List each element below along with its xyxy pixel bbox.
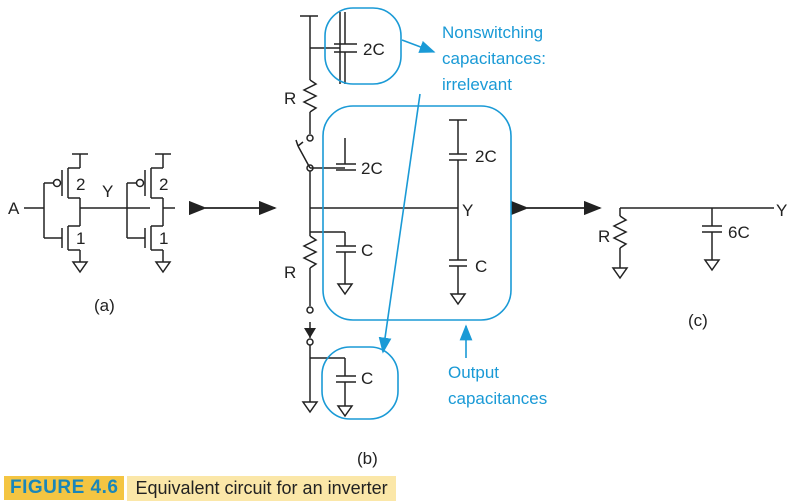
annotation-ovals	[321, 7, 512, 420]
figure-number: FIGURE 4.6	[4, 476, 125, 500]
panel-c-res-label: R	[598, 227, 610, 246]
panel-a-pmos1-size: 2	[76, 175, 85, 194]
panel-b-cap-right-top-label: 2C	[475, 147, 497, 166]
panel-c-node-label: Y	[776, 201, 787, 220]
switch-top-arrow	[295, 139, 304, 147]
panel-a-caption: (a)	[94, 296, 115, 315]
panel-a-output-label: Y	[102, 182, 113, 201]
annotation-output-line2: capacitances	[448, 389, 547, 408]
annotation-nonswitching-line2: capacitances:	[442, 49, 546, 68]
panel-b-cap-mid-label: 2C	[361, 159, 383, 178]
panel-a-input-label: A	[8, 199, 20, 218]
panel-b-res-bottom-label: R	[284, 263, 296, 282]
panel-b-node-label: Y	[462, 201, 473, 220]
switch-bottom-arrow	[304, 328, 316, 338]
panel-b-cap-bottom-label: C	[361, 369, 373, 388]
annotation-nonswitching-line1: Nonswitching	[442, 23, 543, 42]
panel-c-caption: (c)	[688, 311, 708, 330]
figure-caption: FIGURE 4.6 Equivalent circuit for an inv…	[4, 475, 396, 501]
panel-b-caption: (b)	[357, 449, 378, 468]
panel-b-cap-mid-bottom-label: C	[361, 241, 373, 260]
panel-b-cap-top-label: 2C	[363, 40, 385, 59]
panel-a-nmos1-size: 1	[76, 229, 85, 248]
figure-caption-text: Equivalent circuit for an inverter	[127, 475, 396, 501]
panel-a-pmos2-size: 2	[159, 175, 168, 194]
panel-b-rc-model	[297, 12, 467, 418]
panel-b-cap-right-bottom-label: C	[475, 257, 487, 276]
panel-c-lumped-rc	[611, 207, 774, 280]
panel-a-nmos2-size: 1	[159, 229, 168, 248]
panel-b-res-top-label: R	[284, 89, 296, 108]
annotation-nonswitching-line3: irrelevant	[442, 75, 512, 94]
annotation-output-line1: Output	[448, 363, 499, 382]
panel-c-cap-label: 6C	[728, 223, 750, 242]
panel-a-inverter-chain	[24, 153, 175, 274]
